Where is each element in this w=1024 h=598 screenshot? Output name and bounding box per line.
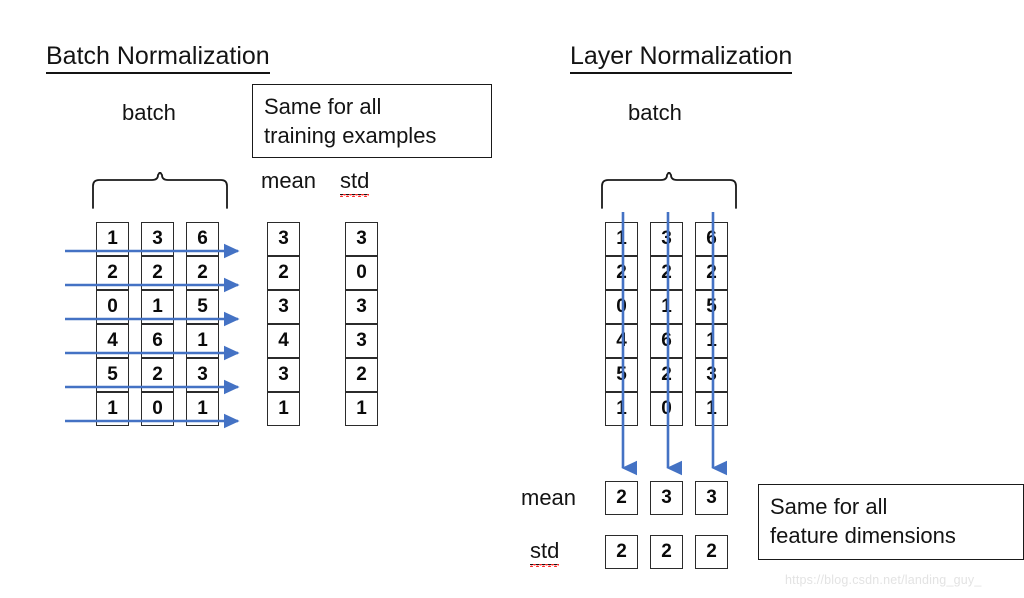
batch-brace-right <box>601 172 737 209</box>
std-label-left: std <box>340 168 370 197</box>
layer-normalization-title: Layer Normalization <box>570 41 793 74</box>
mean-label-left: mean <box>261 168 317 193</box>
bn-cell-r1-c3: 6 <box>186 222 219 256</box>
batch-label-left: batch <box>122 100 176 125</box>
bn-mean-cell-5: 3 <box>267 358 300 392</box>
ln-cell-r6-c1: 1 <box>605 392 638 426</box>
callout-layer-norm: Same for all feature dimensions <box>758 484 1024 560</box>
ln-cell-r5-c3: 3 <box>695 358 728 392</box>
ln-cell-r2-c2: 2 <box>650 256 683 290</box>
bn-mean-cell-4: 4 <box>267 324 300 358</box>
std-label-bottom: std <box>530 538 560 567</box>
bn-std-cell-5: 2 <box>345 358 378 392</box>
bn-mean-cell-3: 3 <box>267 290 300 324</box>
ln-cell-r1-c1: 1 <box>605 222 638 256</box>
ln-cell-r3-c1: 0 <box>605 290 638 324</box>
ln-std-cell-2: 2 <box>650 535 683 569</box>
bn-mean-cell-1: 3 <box>267 222 300 256</box>
ln-cell-r5-c1: 5 <box>605 358 638 392</box>
bn-cell-r1-c2: 3 <box>141 222 174 256</box>
bn-cell-r6-c3: 1 <box>186 392 219 426</box>
watermark: https://blog.csdn.net/landing_guy_ <box>785 573 982 587</box>
ln-cell-r2-c1: 2 <box>605 256 638 290</box>
bn-std-cell-6: 1 <box>345 392 378 426</box>
ln-cell-r6-c2: 0 <box>650 392 683 426</box>
batch-normalization-title: Batch Normalization <box>46 41 270 74</box>
ln-std-cell-3: 2 <box>695 535 728 569</box>
bn-cell-r2-c2: 2 <box>141 256 174 290</box>
ln-cell-r4-c1: 4 <box>605 324 638 358</box>
callout-batch-norm: Same for all training examples <box>252 84 492 158</box>
bn-cell-r3-c1: 0 <box>96 290 129 324</box>
bn-cell-r3-c3: 5 <box>186 290 219 324</box>
ln-std-cell-1: 2 <box>605 535 638 569</box>
bn-cell-r4-c3: 1 <box>186 324 219 358</box>
bn-std-cell-1: 3 <box>345 222 378 256</box>
ln-cell-r5-c2: 2 <box>650 358 683 392</box>
bn-cell-r6-c1: 1 <box>96 392 129 426</box>
ln-cell-r1-c3: 6 <box>695 222 728 256</box>
ln-cell-r3-c2: 1 <box>650 290 683 324</box>
batch-label-right: batch <box>628 100 682 125</box>
bn-cell-r3-c2: 1 <box>141 290 174 324</box>
ln-cell-r3-c3: 5 <box>695 290 728 324</box>
bn-cell-r4-c1: 4 <box>96 324 129 358</box>
bn-cell-r5-c1: 5 <box>96 358 129 392</box>
bn-mean-cell-2: 2 <box>267 256 300 290</box>
ln-cell-r1-c2: 3 <box>650 222 683 256</box>
bn-cell-r4-c2: 6 <box>141 324 174 358</box>
mean-label-bottom: mean <box>521 485 577 510</box>
ln-mean-cell-1: 2 <box>605 481 638 515</box>
ln-cell-r4-c3: 1 <box>695 324 728 358</box>
bn-std-cell-2: 0 <box>345 256 378 290</box>
bn-cell-r6-c2: 0 <box>141 392 174 426</box>
bn-cell-r5-c2: 2 <box>141 358 174 392</box>
std-label-left-text: std <box>340 168 370 197</box>
ln-mean-cell-3: 3 <box>695 481 728 515</box>
bn-std-cell-4: 3 <box>345 324 378 358</box>
ln-cell-r2-c3: 2 <box>695 256 728 290</box>
ln-cell-r4-c2: 6 <box>650 324 683 358</box>
bn-cell-r2-c3: 2 <box>186 256 219 290</box>
bn-cell-r2-c1: 2 <box>96 256 129 290</box>
batch-brace-left <box>92 172 228 209</box>
ln-mean-cell-2: 3 <box>650 481 683 515</box>
bn-cell-r5-c3: 3 <box>186 358 219 392</box>
bn-std-cell-3: 3 <box>345 290 378 324</box>
ln-cell-r6-c3: 1 <box>695 392 728 426</box>
std-label-bottom-text: std <box>530 538 560 567</box>
bn-mean-cell-6: 1 <box>267 392 300 426</box>
bn-cell-r1-c1: 1 <box>96 222 129 256</box>
